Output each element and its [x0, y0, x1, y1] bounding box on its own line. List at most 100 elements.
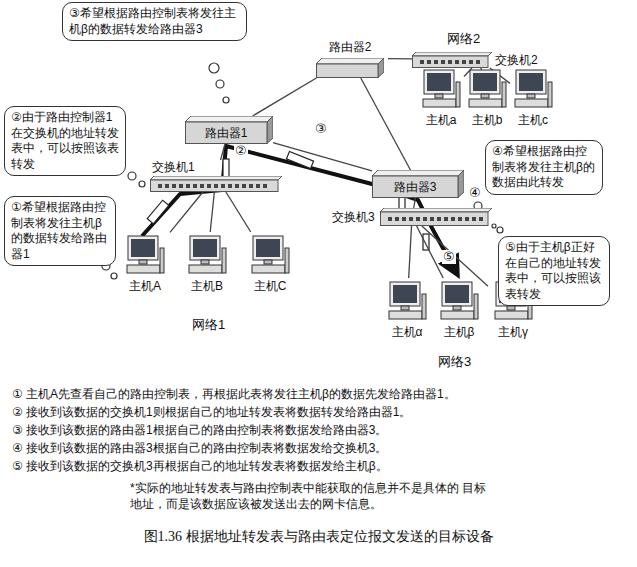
computer-icon: [387, 280, 427, 324]
host-computer: 主机b: [464, 74, 510, 128]
switch-port: [423, 217, 427, 221]
switch-port: [207, 184, 211, 188]
tower: [422, 294, 426, 319]
switch-top: [412, 52, 492, 56]
tower: [502, 82, 506, 107]
keyboard: [252, 265, 285, 273]
stand: [264, 260, 272, 264]
switch-port: [472, 217, 476, 221]
switch-label: 交换机2: [495, 53, 538, 67]
screen: [427, 73, 451, 91]
switch-port: [256, 184, 260, 188]
callout-number: ②: [234, 144, 248, 158]
callout-bubble: ③希望根据路由控制表将发往主机β的数据转发给路由器3: [62, 2, 247, 41]
keyboard: [423, 99, 456, 107]
network-link: [170, 192, 203, 232]
router-front: [186, 122, 268, 144]
figure-caption: 图1.36 根据地址转发表与路由表定位报文发送的目标设备: [0, 528, 637, 546]
keyboard: [127, 265, 160, 273]
cloud-outline: [108, 112, 340, 350]
note-text: *实际的地址转发表与路由控制表中能获取的信息并不是具体的 目标地址，而是该数据应…: [130, 480, 490, 512]
host-label: 主机B: [182, 279, 232, 293]
packet: [286, 151, 313, 168]
host-computer: 主机A: [120, 232, 170, 294]
bubble-dot: [216, 80, 224, 88]
switch-port: [214, 184, 218, 188]
switch-port: [402, 217, 406, 221]
switch-port: [434, 60, 438, 64]
monitor: [390, 282, 420, 306]
switch-port: [465, 217, 469, 221]
stand: [527, 94, 535, 98]
router-top: [316, 58, 384, 64]
screen: [519, 73, 543, 91]
screen: [193, 239, 217, 257]
stand: [435, 94, 443, 98]
callout-bubble: ②由于路由控制器1在交换机的地址转发表中，可以按照该表转发: [4, 106, 126, 176]
switch-icon: [412, 52, 492, 68]
thought-bubbles: [102, 63, 503, 279]
switch-label: 交换机1: [152, 160, 195, 174]
router-label: 路由器3: [372, 180, 458, 194]
stand: [401, 306, 409, 310]
step-text: ④ 接收到该数据的路由器3根据自己的路由控制表将数据发给交换机3。: [12, 440, 387, 457]
cloud-shape: [398, 26, 590, 128]
monitor: [442, 282, 472, 306]
stand: [481, 94, 489, 98]
network-link: [422, 226, 488, 286]
computer-icon: [125, 234, 165, 278]
monitor: [424, 70, 454, 94]
router-device: 路由器3: [372, 170, 464, 198]
network-link: [414, 198, 416, 208]
network-cloud: 网络1路由器1交换机1主机A主机B主机C: [108, 112, 340, 350]
switch-port: [158, 184, 162, 188]
switch-port: [476, 60, 480, 64]
switch-port: [388, 217, 392, 221]
switch-port: [228, 184, 232, 188]
switch-front: [151, 180, 279, 192]
monitor: [128, 236, 158, 260]
network-label: 网络3: [438, 353, 471, 371]
computer-icon: [513, 68, 553, 112]
switch-device: 交换机1: [150, 160, 282, 192]
network-link: [210, 192, 214, 232]
keyboard: [189, 265, 222, 273]
switch-top: [150, 176, 282, 180]
bubble-dot: [497, 227, 503, 233]
network-cloud: 网络2交换机2主机a主机b主机c: [392, 22, 597, 130]
host-label: 主机c: [510, 113, 556, 127]
bubble-dot: [223, 97, 229, 103]
router-front: [373, 176, 459, 198]
switch-port: [441, 60, 445, 64]
switch-port: [179, 184, 183, 188]
router-device: 路由器2: [312, 38, 388, 78]
network-link: [221, 144, 226, 160]
host-label: 主机α: [382, 325, 432, 339]
computer-icon: [439, 280, 479, 324]
callout-bubble: ④希望根据路由控制表将发往主机β的数据由此转发: [485, 140, 603, 195]
switch-port: [200, 184, 204, 188]
host-label: 主机a: [418, 113, 464, 127]
network-link: [273, 143, 372, 171]
screen: [393, 285, 417, 303]
switch-port: [249, 184, 253, 188]
network-label: 网络1: [192, 316, 225, 334]
cloud-shape: [115, 120, 332, 344]
switch-icon: [150, 176, 282, 192]
router-label: 路由器2: [312, 40, 388, 54]
switch-device: 交换机2: [412, 52, 547, 68]
tower: [548, 82, 552, 107]
switch-port: [479, 217, 483, 221]
host-label: 主机β: [434, 325, 484, 339]
monitor: [253, 236, 283, 260]
switch-port: [420, 60, 424, 64]
router-label: 路由器1: [185, 126, 267, 140]
tower: [456, 82, 460, 107]
bubble-dot: [128, 172, 136, 180]
bubble-dot: [111, 273, 117, 279]
router-device: 路由器1: [185, 116, 273, 144]
network-link: [226, 192, 251, 232]
computer-icon: [421, 68, 461, 112]
callout-text: ②由于路由控制器1在交换机的地址转发表中，可以按照该表转发: [11, 110, 119, 172]
host-computer: 主机a: [418, 74, 464, 128]
